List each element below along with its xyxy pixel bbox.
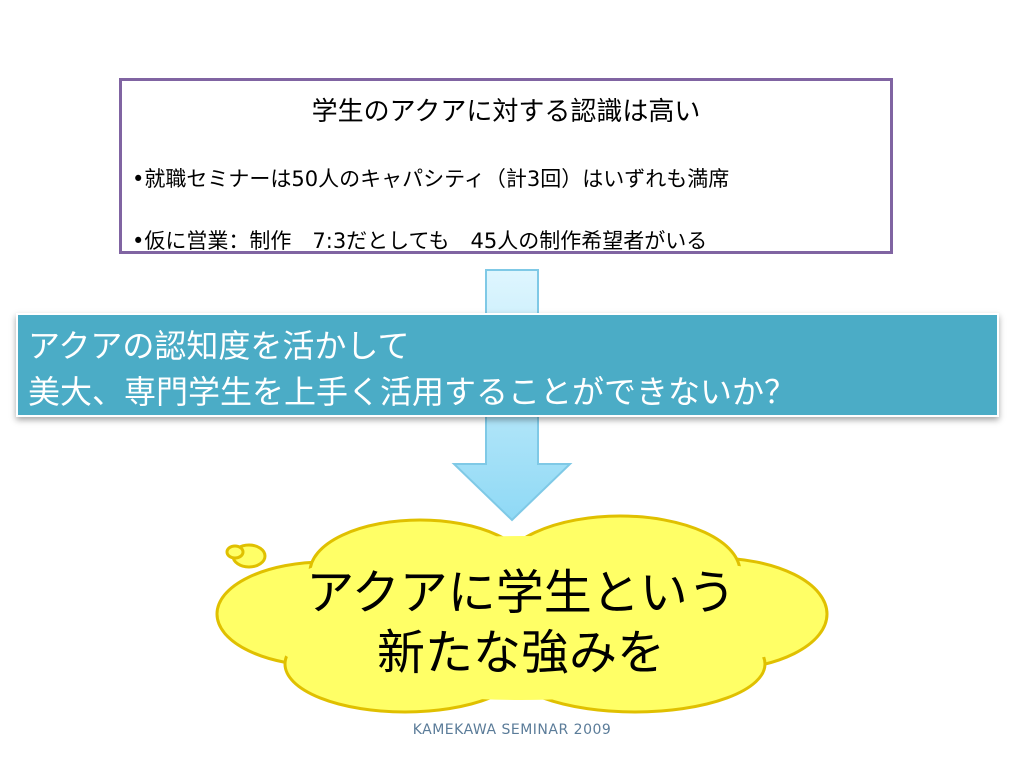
info-bullet-seminar: •就職セミナーは50人のキャパシティ（計3回）はいずれも満席 xyxy=(132,167,730,191)
cloud-text-line-1: アクアに学生という xyxy=(306,565,736,621)
key-question-banner: アクアの認知度を活かして 美大、専門学生を上手く活用することができないか？ xyxy=(16,313,999,417)
cloud-callout-shape xyxy=(215,514,829,714)
info-bullet-ratio: •仮に営業：制作 7:3だとしても 45人の制作希望者がいる xyxy=(132,229,708,253)
footer-text: KAMEKAWA SEMINAR 2009 xyxy=(412,722,612,738)
info-box: 学生のアクアに対する認識は高い •就職セミナーは50人のキャパシティ（計3回）は… xyxy=(119,78,893,254)
banner-line-1: アクアの認知度を活かして xyxy=(28,327,410,365)
info-title: 学生のアクアに対する認識は高い xyxy=(311,97,701,127)
cloud-tail-bubbles xyxy=(225,543,267,569)
cloud-text-line-2: 新たな強みを xyxy=(376,625,665,681)
banner-line-2: 美大、専門学生を上手く活用することができないか？ xyxy=(28,373,797,411)
